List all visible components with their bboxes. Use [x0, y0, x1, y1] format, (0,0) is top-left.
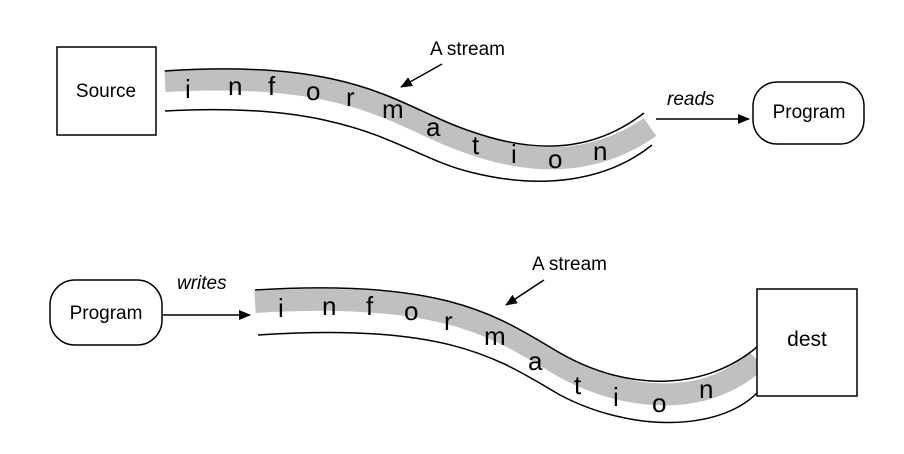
stream-letter: m	[382, 94, 404, 124]
output-stream-letters: i n f o r m a t i o n	[278, 291, 713, 418]
output-stream-lower-edge	[257, 331, 758, 424]
stream-letter: o	[404, 296, 418, 326]
stream-letter: n	[322, 291, 336, 321]
output-stream-upper-edge	[254, 287, 758, 382]
stream-letter: i	[185, 74, 191, 104]
stream-letter: n	[228, 71, 242, 101]
top-stream-label: A stream	[430, 39, 505, 60]
stream-letter: o	[548, 144, 562, 174]
source-box: Source	[56, 46, 157, 136]
input-stream-upper-edge	[164, 68, 645, 147]
top-program-label: Program	[773, 102, 846, 123]
stream-letter: n	[699, 374, 713, 404]
dest-box: dest	[756, 288, 858, 397]
stream-letter: f	[268, 71, 276, 101]
input-stream-group: i n f o r m a t i o n Source Program rea…	[56, 39, 865, 182]
stream-letter: o	[306, 76, 320, 106]
writes-label: writes	[177, 273, 227, 294]
output-stream-band	[254, 288, 765, 406]
input-stream-letters: i n f o r m a t i o n	[185, 71, 607, 174]
stream-letter: o	[652, 388, 666, 418]
input-stream-band	[164, 68, 657, 170]
stream-letter: r	[346, 82, 355, 112]
input-stream-lower-edge	[164, 108, 653, 182]
stream-letter: a	[528, 346, 543, 376]
stream-letter: i	[613, 382, 619, 412]
bottom-program-label: Program	[70, 303, 143, 324]
top-program-box: Program	[752, 81, 865, 145]
top-stream-pointer-arrow	[400, 63, 443, 88]
bottom-stream-pointer-arrow	[505, 279, 545, 306]
source-label: Source	[76, 81, 136, 102]
bottom-program-box: Program	[49, 279, 163, 346]
stream-letter: i	[278, 293, 284, 323]
dest-label: dest	[787, 328, 827, 351]
stream-letter: t	[574, 370, 582, 400]
stream-letter: i	[511, 139, 517, 169]
stream-letter: t	[472, 130, 480, 160]
stream-letter: f	[366, 291, 374, 321]
reads-label: reads	[667, 89, 715, 110]
output-stream-group: i n f o r m a t i o n Program dest write…	[49, 254, 858, 424]
stream-letter: a	[426, 112, 441, 142]
bottom-stream-label: A stream	[532, 254, 607, 275]
stream-letter: n	[593, 136, 607, 166]
stream-letter: m	[484, 321, 506, 351]
stream-letter: r	[444, 306, 453, 336]
